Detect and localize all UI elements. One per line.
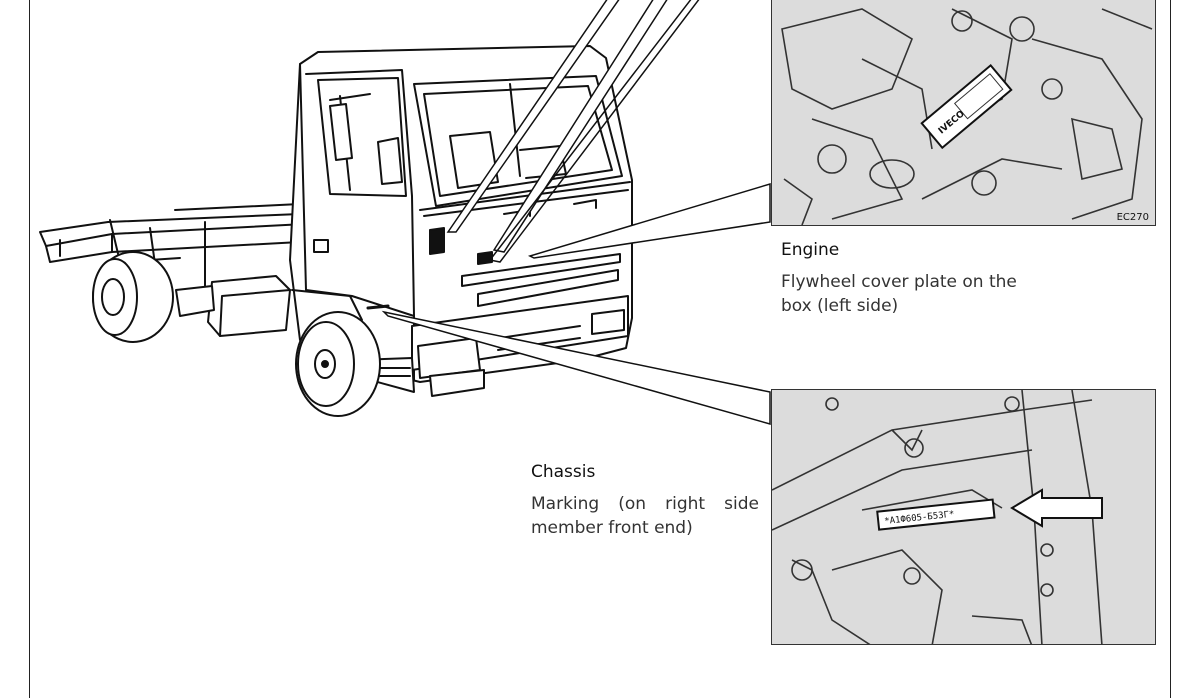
engine-caption: Engine Flywheel cover plate on the box (… — [781, 240, 1021, 318]
engine-photo: IVECO EC270 — [771, 0, 1156, 226]
engine-title: Engine — [781, 240, 840, 260]
engine-description: Flywheel cover plate on the box (left si… — [781, 272, 1017, 316]
chassis-photo: *A1Ф605-Б53Г* — [771, 389, 1156, 645]
chassis-description: Marking (on right side member front end) — [531, 494, 759, 538]
iveco-plate: IVECO — [920, 63, 1013, 150]
chassis-title: Chassis — [531, 462, 596, 482]
engine-sketch: IVECO — [781, 8, 1153, 225]
chassis-sketch: *A1Ф605-Б53Г* — [772, 390, 1103, 644]
page-frame — [29, 0, 1171, 698]
arrow-icon — [1010, 488, 1103, 528]
chassis-number-plate: *A1Ф605-Б53Г* — [876, 498, 996, 531]
photo-code: EC270 — [1116, 212, 1149, 223]
chassis-caption: Chassis Marking (on right side member fr… — [531, 462, 759, 540]
